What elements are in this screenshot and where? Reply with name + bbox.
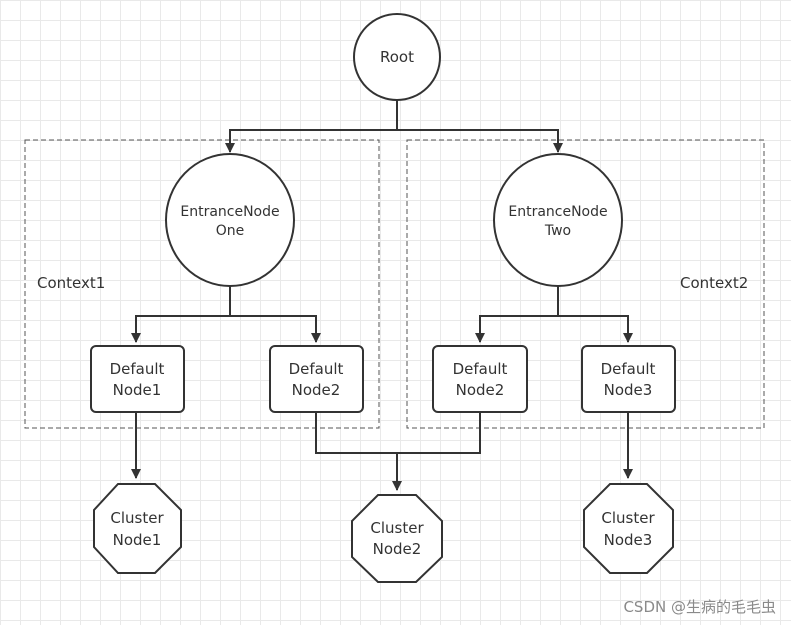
default-node2-right-line2: Node2	[456, 381, 505, 399]
edges	[131, 100, 633, 491]
watermark-text: CSDN @生病的毛毛虫	[623, 598, 776, 616]
edge-entrance-two-to-default-node3	[558, 315, 633, 343]
entrance-node-two[interactable]: EntranceNode Two	[493, 153, 623, 287]
edge-entrance-two-to-default-node2	[475, 286, 559, 343]
default-node2-left-line1: Default	[289, 360, 344, 378]
root-circle	[353, 13, 441, 101]
default-node2-right-line1: Default	[453, 360, 508, 378]
default-node2-right-box	[432, 345, 528, 413]
cluster-node3-line2: Node3	[604, 531, 653, 549]
entrance-node-one-circle	[165, 153, 295, 287]
default-node1[interactable]: Default Node1	[90, 345, 185, 413]
entrance-node-two-line2: Two	[544, 223, 571, 239]
context2-group: Context2	[406, 139, 765, 429]
edge-entrance-one-to-default-node2	[230, 315, 321, 343]
edge-root-to-entrance-two	[397, 129, 563, 153]
default-node1-box	[90, 345, 185, 413]
default-node3-box	[581, 345, 676, 413]
root-label: Root	[380, 48, 414, 66]
cluster-node1-line2: Node1	[113, 531, 162, 549]
edge-default-node2-merge	[315, 412, 481, 454]
root-node[interactable]: Root	[353, 13, 441, 101]
default-node3[interactable]: Default Node3	[581, 345, 676, 413]
edge-root-to-entrance-one	[225, 100, 398, 153]
entrance-node-one[interactable]: EntranceNode One	[165, 153, 295, 287]
entrance-node-one-line2: One	[216, 223, 245, 239]
default-node3-line2: Node3	[604, 381, 653, 399]
default-node1-line1: Default	[110, 360, 165, 378]
cluster-node3[interactable]: Cluster Node3	[583, 483, 674, 574]
default-node2-left-line2: Node2	[292, 381, 341, 399]
default-node3-line1: Default	[601, 360, 656, 378]
context1-boundary	[24, 139, 380, 429]
entrance-node-two-circle	[493, 153, 623, 287]
cluster-node3-octagon	[583, 483, 674, 574]
context2-label: Context2	[680, 274, 748, 292]
cluster-node1-line1: Cluster	[110, 509, 164, 527]
cluster-node2-line2: Node2	[373, 540, 422, 558]
cluster-node2[interactable]: Cluster Node2	[351, 494, 443, 583]
default-node2-left-box	[269, 345, 364, 413]
default-node1-line2: Node1	[113, 381, 162, 399]
context1-group: Context1	[24, 139, 380, 429]
entrance-node-one-line1: EntranceNode	[180, 204, 279, 220]
cluster-node1[interactable]: Cluster Node1	[93, 483, 182, 574]
cluster-node1-octagon	[93, 483, 182, 574]
default-node2-left[interactable]: Default Node2	[269, 345, 364, 413]
context2-boundary	[406, 139, 765, 429]
cluster-node2-octagon	[351, 494, 443, 583]
context1-label: Context1	[37, 274, 105, 292]
default-node2-right[interactable]: Default Node2	[432, 345, 528, 413]
entrance-node-two-line1: EntranceNode	[508, 204, 607, 220]
edge-entrance-one-to-default-node1	[131, 286, 231, 343]
cluster-node2-line1: Cluster	[370, 519, 424, 537]
cluster-node3-line1: Cluster	[601, 509, 655, 527]
